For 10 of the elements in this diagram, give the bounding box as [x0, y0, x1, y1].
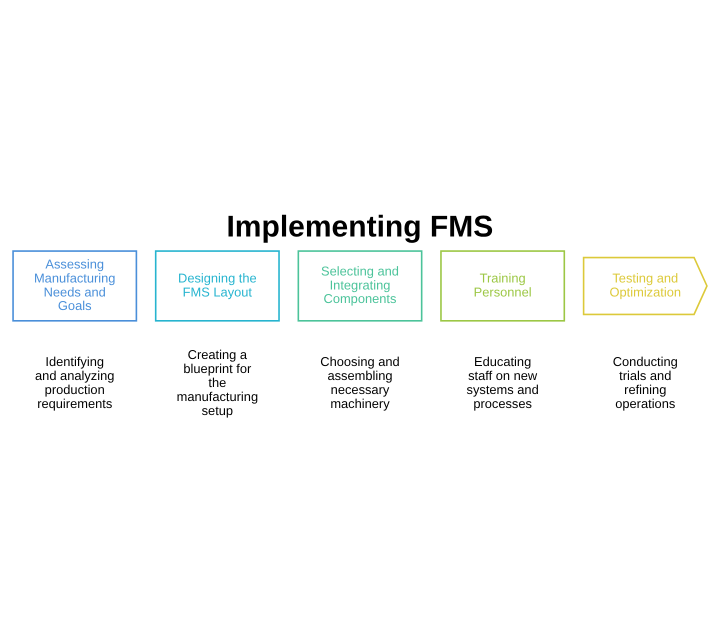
node-box: Assessing Manufacturing Needs and Goals: [12, 250, 138, 322]
node-label: Choosing and assembling necessary machinery: [320, 354, 400, 411]
node-label: Conducting trials and refining operations: [612, 354, 678, 411]
node-box: Training Personnel: [440, 250, 566, 322]
node-label: Creating a blueprint for the manufacturing setup: [176, 347, 258, 418]
diagram-title: Implementing FMS: [226, 210, 494, 244]
node-box: Selecting and Integrating Components: [298, 250, 422, 322]
node-label: Educating staff on new systems and processes: [466, 354, 539, 411]
node-label: Identifying and analyzing production requirements: [35, 354, 114, 411]
node-box: Designing the FMS Layout: [154, 250, 280, 322]
